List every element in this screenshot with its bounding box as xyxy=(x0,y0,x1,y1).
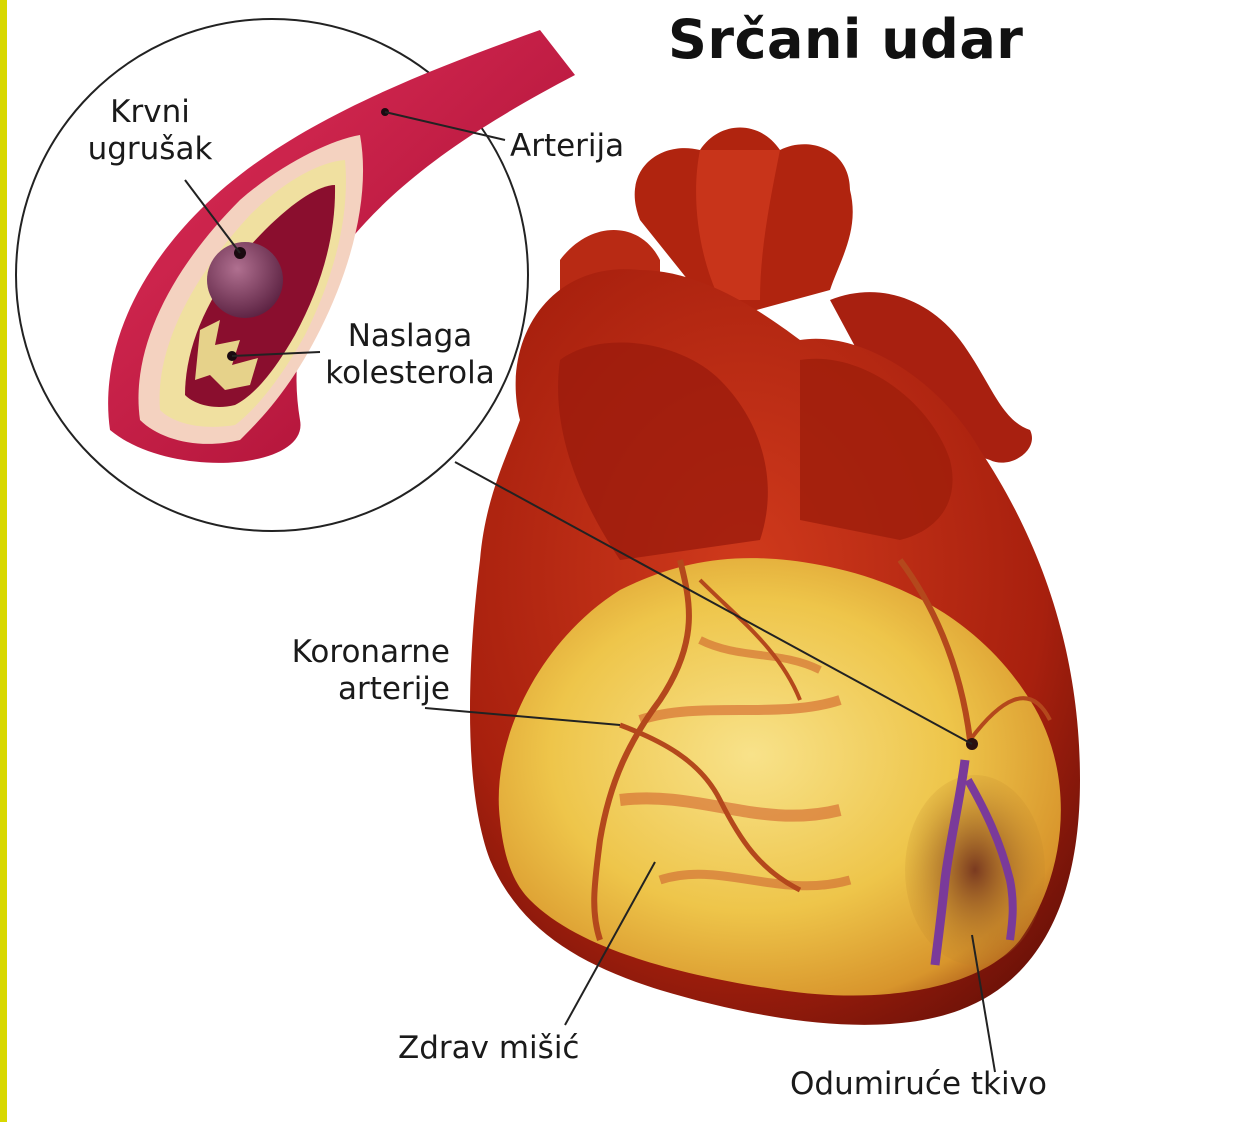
label-clot-line2: ugrušak xyxy=(85,131,215,168)
label-healthy-muscle: Zdrav mišić xyxy=(398,1030,579,1067)
label-artery: Arterija xyxy=(510,128,624,165)
label-coronary-line2: arterije xyxy=(230,671,450,708)
label-coronary-line1: Koronarne xyxy=(230,634,450,671)
label-plaque-line1: Naslaga xyxy=(320,318,500,355)
label-dying-tissue: Odumiruće tkivo xyxy=(790,1066,1047,1103)
label-plaque-line2: kolesterola xyxy=(320,355,500,392)
label-plaque: Naslaga kolesterola xyxy=(320,318,500,392)
label-clot: Krvni ugrušak xyxy=(85,94,215,168)
label-coronary-arteries: Koronarne arterije xyxy=(230,634,450,708)
page-title: Srčani udar xyxy=(668,8,1023,71)
heart-illustration xyxy=(470,128,1080,1025)
label-clot-line1: Krvni xyxy=(85,94,215,131)
